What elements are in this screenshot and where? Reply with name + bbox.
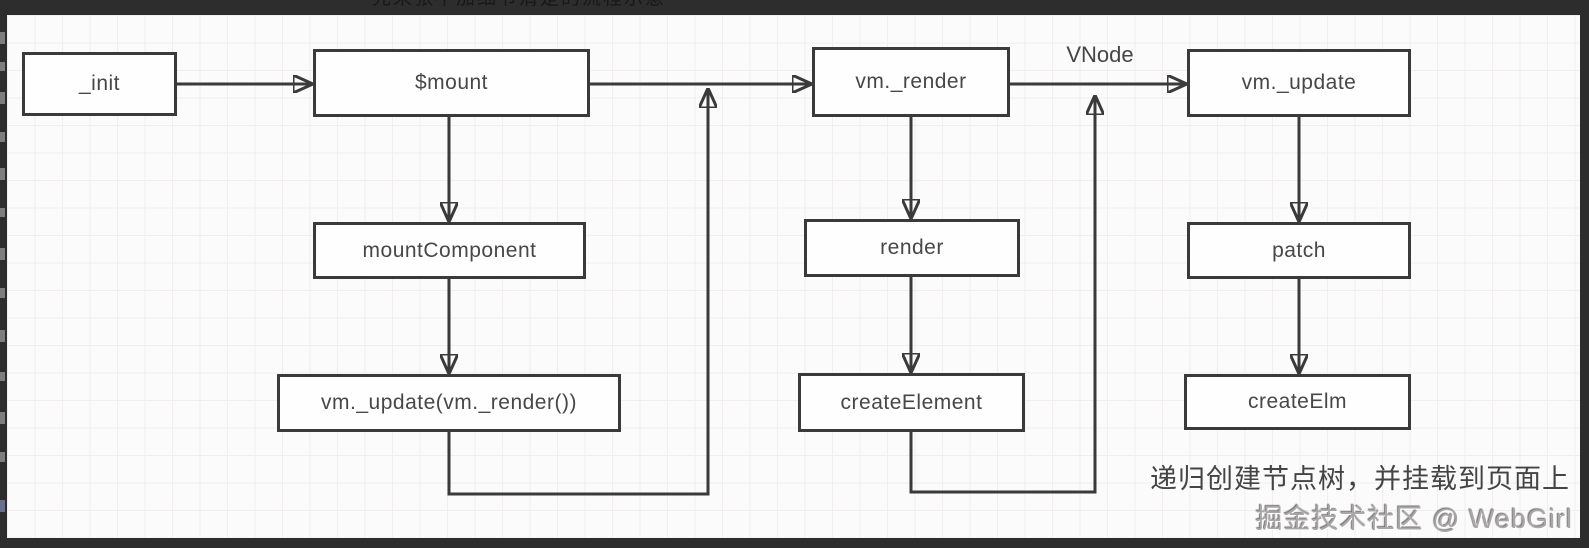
flow-node-init: _init [22, 52, 177, 116]
clipped-text-fragment [0, 412, 5, 424]
clipped-text-fragment [0, 92, 5, 104]
flow-arrow-update-render-loopback [447, 90, 708, 496]
clipped-text-fragment [0, 208, 5, 217]
flow-node-mount: $mount [313, 49, 590, 117]
clipped-top-caption: 先来张不加细节清楚的流程示意~ [372, 0, 1589, 12]
clipped-text-fragment [0, 500, 5, 512]
clipped-text-fragment [0, 32, 5, 44]
clipped-text-fragment [0, 248, 5, 260]
clipped-text-fragment [0, 330, 5, 342]
watermark: 掘金技术社区 @ WebGirl [1255, 504, 1573, 534]
clipped-text-fragment [0, 132, 5, 142]
flow-node-vm-update: vm._update [1187, 49, 1411, 117]
clipped-text-fragment [0, 288, 5, 298]
top-dark-bar: 先来张不加细节清楚的流程示意~ [0, 0, 1589, 15]
clipped-text-fragment [0, 452, 5, 462]
flow-node-render: render [804, 219, 1020, 277]
flow-node-update-render-call: vm._update(vm._render()) [277, 374, 621, 432]
edge-label-vnode: VNode [1066, 42, 1134, 67]
clipped-text-fragment [0, 168, 5, 180]
clipped-text-fragment [0, 372, 5, 381]
flow-node-mount-component: mountComponent [313, 222, 586, 279]
clipped-text-fragment [0, 62, 5, 71]
flow-node-patch: patch [1187, 222, 1411, 279]
flow-node-create-element: createElement [798, 373, 1025, 432]
flow-arrow-create-element-loopback [909, 97, 1095, 494]
flow-node-vm-render: vm._render [812, 47, 1010, 117]
flow-node-create-elm: createElm [1184, 374, 1411, 430]
bottom-annotation: 递归创建节点树，并挂载到页面上 [1150, 464, 1570, 494]
